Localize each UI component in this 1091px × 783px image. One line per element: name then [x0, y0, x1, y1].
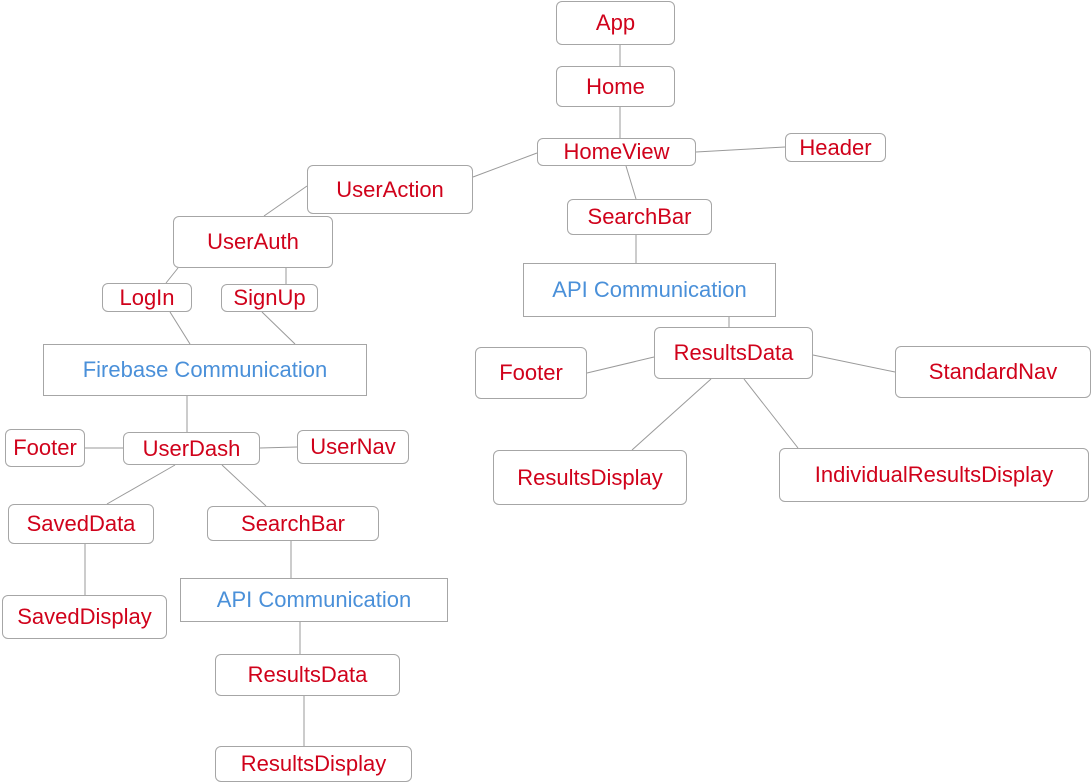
node-resultsdisplay-dash: ResultsDisplay: [215, 746, 412, 782]
node-signup: SignUp: [221, 284, 318, 312]
node-useraction: UserAction: [307, 165, 473, 214]
node-firebase-communication: Firebase Communication: [43, 344, 367, 396]
node-userauth: UserAuth: [173, 216, 333, 268]
node-saveddata: SavedData: [8, 504, 154, 544]
edge-signup-firebase: [261, 311, 296, 345]
edge-homeview-useraction: [472, 152, 538, 178]
node-api-communication-dash: API Communication: [180, 578, 448, 622]
node-individualresultsdisplay: IndividualResultsDisplay: [779, 448, 1089, 502]
edge-login-firebase: [169, 311, 191, 345]
node-usernav: UserNav: [297, 430, 409, 464]
edge-useraction-userauth: [263, 185, 308, 217]
node-login: LogIn: [102, 283, 192, 312]
node-saveddisplay: SavedDisplay: [2, 595, 167, 639]
node-searchbar: SearchBar: [567, 199, 712, 235]
node-footer-dash: Footer: [5, 429, 85, 467]
edge-resultsdata-footer: [586, 356, 655, 374]
edge-homeview-header: [695, 146, 786, 153]
edge-resultsdata-resultsdisplay: [631, 378, 712, 451]
node-resultsdata: ResultsData: [654, 327, 813, 379]
edge-userdash-usernav: [259, 446, 298, 449]
node-resultsdata-dash: ResultsData: [215, 654, 400, 696]
node-searchbar-dash: SearchBar: [207, 506, 379, 541]
edge-userdash-searchbar: [221, 464, 267, 507]
edge-resultsdata-standardnav: [812, 354, 896, 373]
node-homeview: HomeView: [537, 138, 696, 166]
node-resultsdisplay: ResultsDisplay: [493, 450, 687, 505]
edge-userdash-saveddata: [106, 464, 176, 505]
node-header: Header: [785, 133, 886, 162]
node-userdash: UserDash: [123, 432, 260, 465]
node-api-communication: API Communication: [523, 263, 776, 317]
edge-resultsdata-individual: [743, 378, 799, 449]
node-standardnav: StandardNav: [895, 346, 1091, 398]
edge-userauth-login: [165, 267, 179, 284]
edge-homeview-searchbar: [625, 165, 637, 200]
node-home: Home: [556, 66, 675, 107]
node-footer: Footer: [475, 347, 587, 399]
node-app: App: [556, 1, 675, 45]
